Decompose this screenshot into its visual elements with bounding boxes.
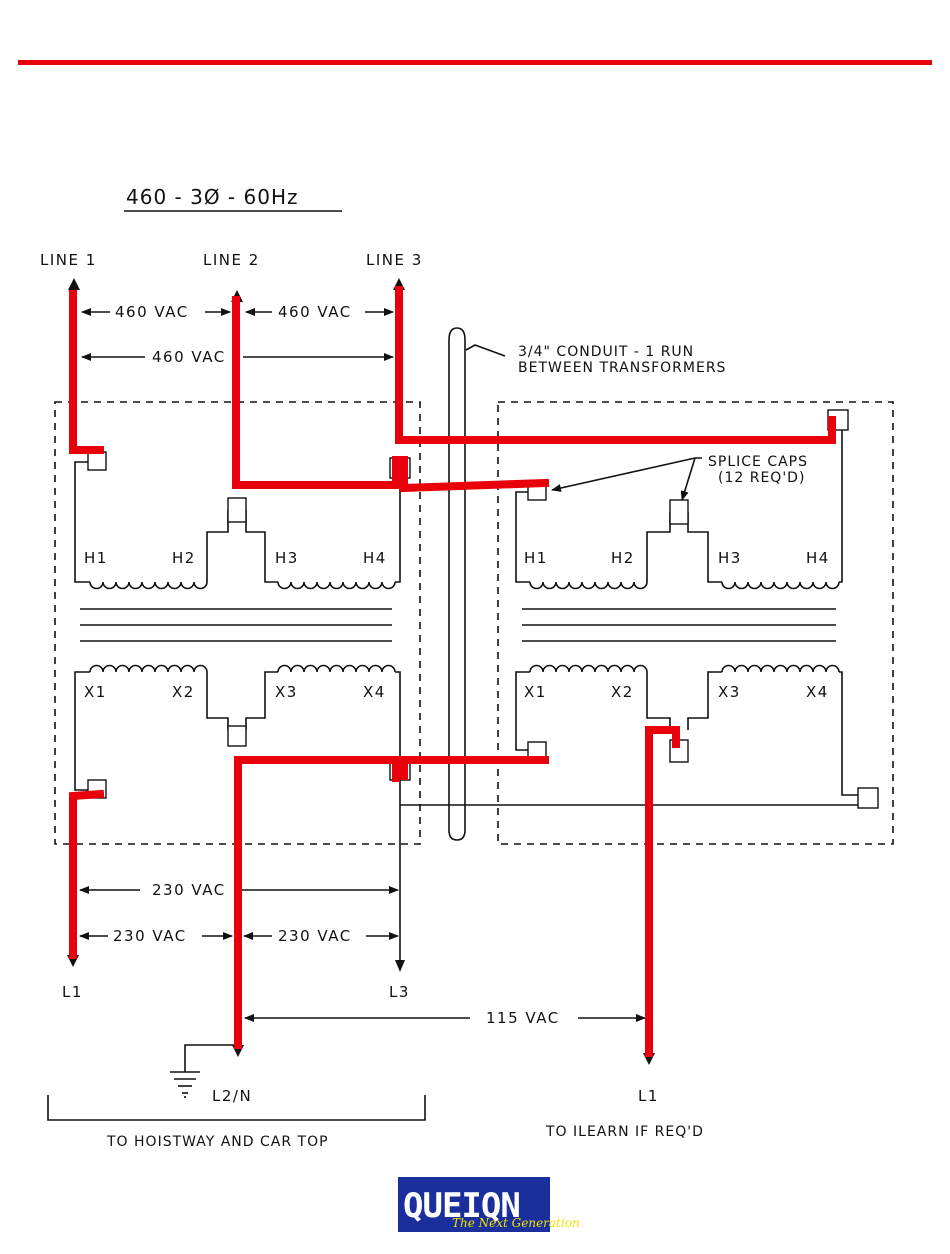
right-transformer-enclosure [498, 402, 893, 844]
voltage-sec-l1-l3: 230 VAC [152, 881, 226, 899]
splice-note-line1: SPLICE CAPS [708, 454, 808, 470]
left-x2: X2 [172, 683, 195, 701]
line-3-label: LINE 3 [366, 251, 423, 269]
right-x1: X1 [524, 683, 547, 701]
splice-leader-1 [552, 458, 702, 490]
voltage-sec-l2-l3: 230 VAC [278, 927, 352, 945]
right-x3: X3 [718, 683, 741, 701]
left-h1: H1 [84, 549, 108, 567]
right-h4: H4 [806, 549, 830, 567]
logo-tagline: The Next Generation [452, 1216, 580, 1230]
conduit-note-line1: 3/4" CONDUIT - 1 RUN [518, 344, 694, 360]
left-h4: H4 [363, 549, 387, 567]
voltage-sec-l1-l2: 230 VAC [113, 927, 187, 945]
left-h3: H3 [275, 549, 299, 567]
conduit-note-line2: BETWEEN TRANSFORMERS [518, 360, 726, 376]
line-2-label: LINE 2 [203, 251, 260, 269]
left-x4: X4 [363, 683, 386, 701]
l3-arrow [395, 960, 405, 972]
right-x2: X2 [611, 683, 634, 701]
company-logo: QUEIQN The Next Generation [398, 1177, 580, 1232]
right-h1: H1 [524, 549, 548, 567]
left-x1: X1 [84, 683, 107, 701]
l3-wire [400, 780, 858, 805]
splice-cap [88, 452, 106, 470]
output-l2n: L2/N [212, 1087, 252, 1105]
diagram-title: 460 - 3Ø - 60Hz [126, 185, 299, 209]
splice-cap [228, 498, 246, 522]
line-1-arrow [68, 278, 80, 290]
output-right-l1: L1 [638, 1087, 659, 1105]
left-x3: X3 [275, 683, 298, 701]
voltage-l1-l3: 460 VAC [152, 348, 226, 366]
footer-right-caption: TO ILEARN IF REQ'D [545, 1124, 704, 1140]
right-x4: X4 [806, 683, 829, 701]
conduit-leader [466, 345, 505, 356]
voltage-l2-l3: 460 VAC [278, 303, 352, 321]
right-h2: H2 [611, 549, 635, 567]
right-core [522, 609, 836, 641]
splice-cap [228, 726, 246, 746]
output-l1: L1 [62, 983, 83, 1001]
left-core [80, 609, 392, 641]
output-l3: L3 [389, 983, 410, 1001]
voltage-l1-l2: 460 VAC [115, 303, 189, 321]
left-h2: H2 [172, 549, 196, 567]
footer-left-caption: TO HOISTWAY AND CAR TOP [106, 1134, 329, 1150]
header-rule [18, 60, 932, 65]
line-1-label: LINE 1 [40, 251, 97, 269]
voltage-115: 115 VAC [486, 1009, 560, 1027]
splice-leader-2 [682, 458, 695, 500]
right-h3: H3 [718, 549, 742, 567]
splice-cap [670, 500, 688, 524]
splice-cap [858, 788, 878, 808]
splice-note-line2: (12 REQ'D) [718, 470, 805, 486]
